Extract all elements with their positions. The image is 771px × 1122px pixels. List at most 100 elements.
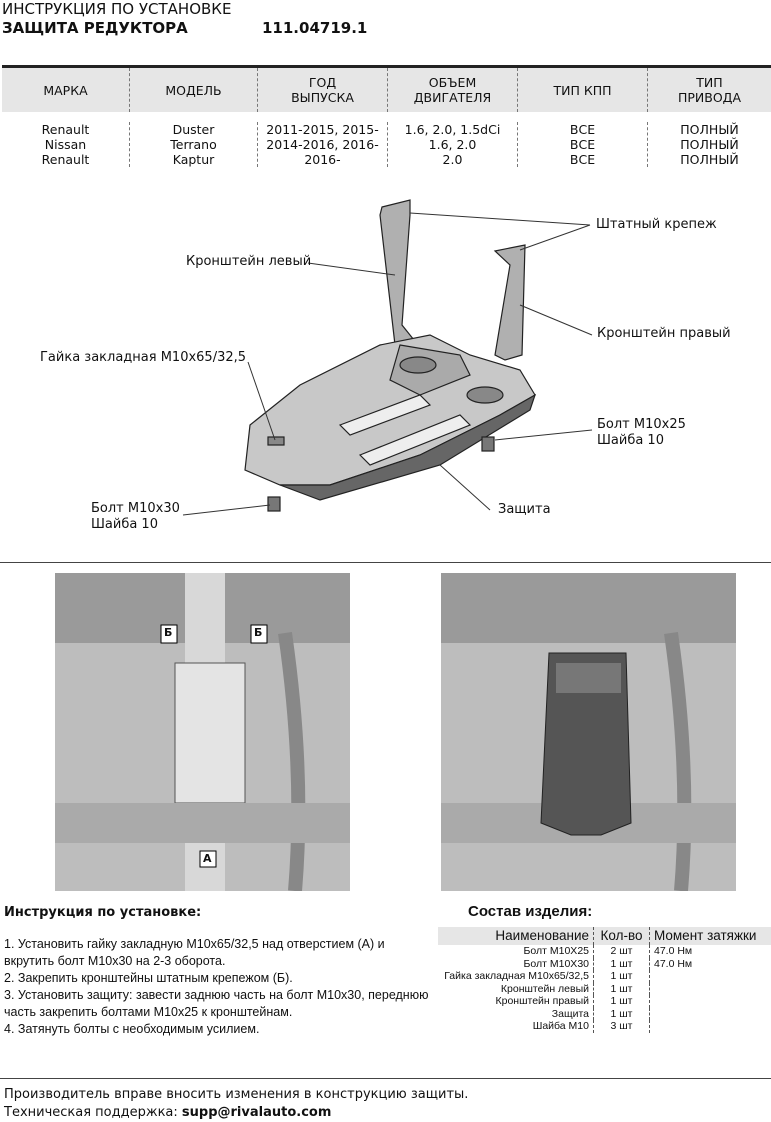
component-cell: 47.0 Нм	[654, 957, 693, 970]
component-cell	[650, 983, 657, 996]
table-cell: ПОЛНЫЙ	[680, 137, 739, 152]
label-bolt-m10x25: Болт М10х25	[597, 417, 686, 432]
photo-after	[441, 573, 736, 891]
mark-a: А	[203, 852, 212, 865]
column-header: МОДЕЛЬ	[130, 68, 258, 112]
column-header-line: МОДЕЛЬ	[165, 82, 222, 98]
component-cell: Кронштейн правый	[438, 995, 594, 1008]
table-cell: 1.6, 2.0, 1.5dCi	[404, 122, 501, 137]
component-cell: Болт M10X30	[438, 957, 594, 970]
label-bolt-m10x30: Болт М10х30	[91, 501, 180, 516]
footer-divider	[0, 1078, 771, 1079]
component-cell	[650, 970, 657, 983]
col-qty: Кол-во	[594, 927, 650, 945]
table-column: 2011-2015, 2015-2014-2016, 2016-2016-	[258, 122, 388, 167]
support-email[interactable]: supp@rivalauto.com	[181, 1105, 332, 1120]
label-bracket-left: Кронштейн левый	[186, 254, 312, 269]
mark-b-right: Б	[254, 626, 263, 639]
footer-notice: Производитель вправе вносить изменения в…	[4, 1087, 469, 1102]
instruction-step: 4. Затянуть болты с необходимым усилием.	[4, 1022, 260, 1036]
col-torque: Момент затяжки	[654, 928, 757, 943]
table-cell: Kaptur	[172, 152, 215, 167]
label-washer-30: Шайба 10	[91, 517, 158, 532]
bracket-right-shape	[493, 244, 526, 361]
components-heading-text: Состав изделия:	[468, 903, 593, 920]
column-header-line: ДВИГАТЕЛЯ	[413, 90, 492, 105]
column-header-line: ОБЪЕМ	[428, 75, 477, 90]
table-cell: 2.0	[442, 152, 463, 167]
table-cell: Renault	[41, 122, 90, 137]
table-cell: ПОЛНЫЙ	[680, 152, 739, 167]
component-cell: 3 шт	[594, 1020, 650, 1033]
table-cell: Nissan	[44, 137, 87, 152]
component-cell: Шайба M10	[438, 1020, 594, 1033]
photo-before: Б Б А	[55, 573, 350, 891]
table-cell: ПОЛНЫЙ	[680, 122, 739, 137]
column-header-line: МАРКА	[43, 82, 88, 98]
component-cell: Защита	[438, 1007, 594, 1020]
table-cell: 2016-	[304, 152, 341, 167]
column-header: ТИП КПП	[518, 68, 648, 112]
instructions-list: 1. Установить гайку закладную М10х65/32,…	[4, 936, 429, 1038]
column-header-line: ГОД	[308, 75, 337, 90]
instructions-heading: Инструкция по установке:	[4, 905, 202, 920]
divider	[0, 562, 771, 563]
component-cell: 2 шт	[594, 945, 650, 958]
label-guard: Защита	[498, 502, 551, 517]
support-label: Техническая поддержка:	[4, 1105, 178, 1120]
assembly-diagram	[182, 199, 593, 516]
table-cell: 2014-2016, 2016-	[266, 137, 379, 152]
article-number: 111.04719.1	[262, 19, 368, 37]
table-cell: 1.6, 2.0	[428, 137, 477, 152]
table-cell: Renault	[41, 152, 90, 167]
doc-subtitle: ИНСТРУКЦИЯ ПО УСТАНОВКЕ	[2, 0, 232, 18]
instruction-step: 3. Установить защиту: завести заднюю час…	[4, 988, 429, 1019]
column-header: МАРКА	[2, 68, 130, 112]
component-cell: Кронштейн левый	[438, 982, 594, 995]
column-header-line: ВЫПУСКА	[291, 90, 354, 105]
label-washer-25: Шайба 10	[597, 433, 664, 448]
component-cell: 1 шт	[594, 957, 650, 970]
component-cell: 1 шт	[594, 1007, 650, 1020]
footer-support: Техническая поддержка: supp@rivalauto.co…	[4, 1105, 331, 1120]
bracket-left-shape	[379, 199, 420, 346]
component-cell: 47.0 Нм	[654, 945, 693, 957]
column-header-line: ТИП КПП	[553, 82, 612, 98]
table-cell: ВСЕ	[569, 152, 596, 167]
component-cell: 1 шт	[594, 995, 650, 1008]
component-cell: Гайка закладная M10x65/32,5	[438, 970, 594, 983]
instruction-step: 1. Установить гайку закладную М10х65/32,…	[4, 937, 385, 968]
label-std-fasteners: Штатный крепеж	[596, 217, 717, 232]
column-header-line: ПРИВОДА	[677, 90, 742, 105]
table-cell: ВСЕ	[569, 122, 596, 137]
table-cell: Duster	[172, 122, 215, 137]
column-header-line: ТИП	[696, 75, 723, 90]
components-heading: Состав изделия:	[438, 903, 771, 925]
instruction-step: 2. Закрепить кронштейны штатным крепежом…	[4, 971, 293, 985]
mark-b-left: Б	[164, 626, 173, 639]
component-cell: 1 шт	[594, 970, 650, 983]
label-nut: Гайка закладная М10х65/32,5	[40, 350, 247, 365]
table-cell: 2011-2015, 2015-	[266, 122, 379, 137]
component-cell: 1 шт	[594, 982, 650, 995]
components-header: Наименование Кол-во Момент затяжки	[438, 927, 771, 945]
table-cell: Terrano	[170, 137, 217, 152]
component-cell: Болт M10X25	[438, 945, 594, 958]
